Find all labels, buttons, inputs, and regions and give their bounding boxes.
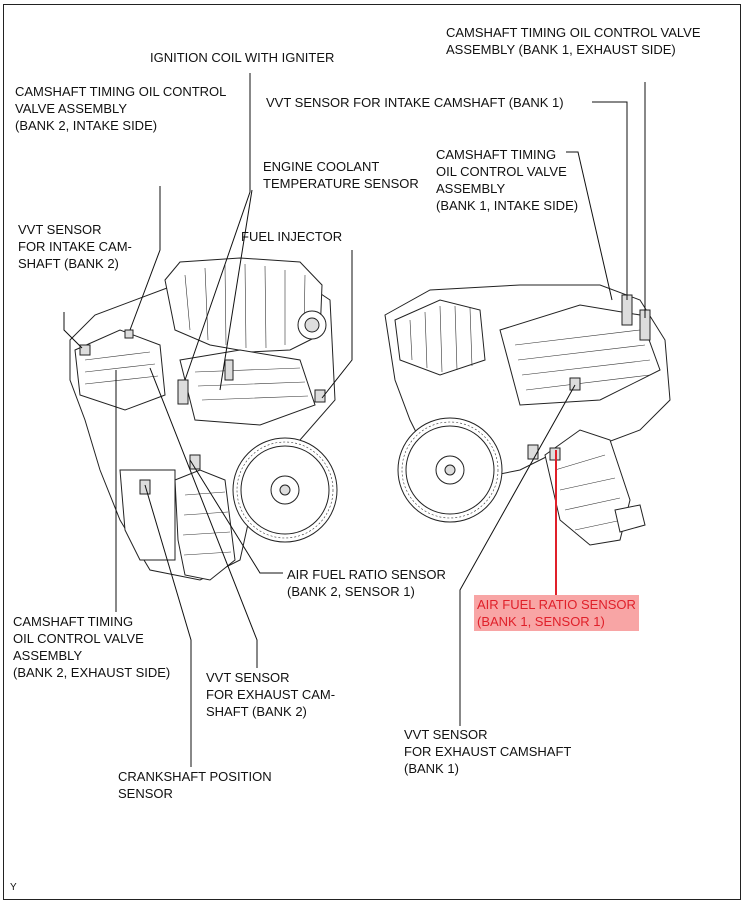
- right-engine-drawing: [384, 284, 671, 546]
- label-afr-bank1-highlighted: AIR FUEL RATIO SENSOR (BANK 1, SENSOR 1): [474, 595, 639, 631]
- label-afr-bank2: AIR FUEL RATIO SENSOR (BANK 2, SENSOR 1): [287, 567, 446, 599]
- label-vvt-exhaust-bank2: VVT SENSOR FOR EXHAUST CAM- SHAFT (BANK …: [206, 670, 336, 719]
- label-vvt-exhaust-bank1: VVT SENSOR FOR EXHAUST CAMSHAFT (BANK 1): [404, 727, 572, 776]
- figure-code: Y: [10, 882, 17, 893]
- label-cam-ocv-bank2-exhaust: CAMSHAFT TIMING OIL CONTROL VALVE ASSEMB…: [13, 614, 171, 680]
- left-engine-drawing: [69, 257, 338, 581]
- label-fuel-injector: FUEL INJECTOR: [241, 229, 343, 244]
- label-ignition-coil: IGNITION COIL WITH IGNITER: [150, 50, 335, 65]
- leader-lines: [63, 73, 646, 767]
- label-vvt-intake-bank1: VVT SENSOR FOR INTAKE CAMSHAFT (BANK 1): [266, 95, 564, 110]
- label-cam-ocv-bank2-intake: CAMSHAFT TIMING OIL CONTROL VALVE ASSEMB…: [15, 84, 227, 133]
- label-coolant-temp: ENGINE COOLANT TEMPERATURE SENSOR: [263, 159, 419, 191]
- label-vvt-intake-bank2: VVT SENSOR FOR INTAKE CAM- SHAFT (BANK 2…: [18, 222, 132, 271]
- label-crankshaft-pos: CRANKSHAFT POSITION SENSOR: [118, 769, 272, 801]
- label-cam-ocv-bank1-intake: CAMSHAFT TIMING OIL CONTROL VALVE ASSEMB…: [436, 147, 579, 213]
- label-cam-ocv-bank1-exhaust: CAMSHAFT TIMING OIL CONTROL VALVE ASSEMB…: [446, 25, 701, 57]
